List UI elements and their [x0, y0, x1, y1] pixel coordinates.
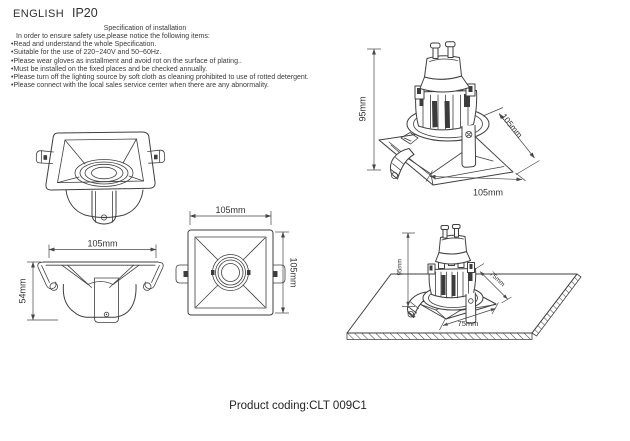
spring-clip — [391, 149, 414, 180]
spec-text-block: In order to ensure safety use,please not… — [11, 33, 431, 90]
ip-rating-label: IP20 — [72, 6, 98, 20]
panel-side-edge — [532, 274, 581, 336]
side-clip-left — [176, 265, 188, 283]
front-perspective-view-drawing — [28, 112, 173, 237]
trim-outer-square — [188, 230, 273, 315]
language-label: ENGLISH — [13, 8, 65, 20]
height-dimension: 54mm — [18, 262, 59, 320]
height-dimension-label: 105mm — [289, 257, 299, 287]
rear-housing — [66, 190, 143, 218]
side-clip-right — [148, 150, 165, 163]
spec-item: •Please turn off the lighting source by … — [11, 74, 309, 82]
height-dimension-label: 95mm — [358, 96, 368, 121]
spec-item: •Suitable for the use of 220~240V and 50… — [11, 49, 162, 57]
fixture-side-profile — [38, 262, 163, 323]
gu10-pins — [431, 42, 456, 59]
lamp-rings — [75, 160, 133, 187]
width-dimension: 105mm — [190, 205, 271, 225]
width-dimension-label: 105mm — [473, 188, 503, 198]
mounting-strap — [92, 191, 116, 224]
height-dimension-label: 54mm — [18, 278, 28, 303]
height-dimension: 95mm — [398, 233, 416, 307]
side-view-drawing: 105mm 54mm — [18, 239, 183, 336]
gu10-pins — [441, 225, 460, 239]
gu10-lamp — [420, 42, 470, 92]
trim-inner-square — [195, 237, 266, 308]
width-dimension-label: 75mm — [458, 319, 479, 328]
width-dimension-label: 105mm — [87, 239, 117, 249]
width-dimension: 105mm — [49, 239, 156, 259]
mounting-strap — [95, 278, 119, 323]
spec-item: •Please wear gloves as installment and a… — [11, 57, 242, 65]
side-clip-left — [36, 151, 53, 164]
spring-clip-left — [38, 262, 58, 290]
mounting-strap — [462, 125, 476, 167]
trim-inner-rim — [58, 139, 144, 183]
gu10-lamp — [436, 225, 471, 265]
installation-view-drawing: 95mm 75mm 75mm — [340, 220, 595, 385]
panel-front-edge — [347, 333, 532, 340]
spec-intro: In order to ensure safety use,please not… — [16, 33, 210, 40]
height-dimension: 95mm — [358, 49, 382, 170]
spec-item: •Must be installed on the fixed places a… — [11, 65, 208, 73]
product-coding: Product coding:CLT 009C1 — [229, 400, 367, 412]
width-dimension-label: 105mm — [215, 205, 245, 215]
front-view-drawing: 105mm 105mm — [173, 205, 299, 325]
spring-clip-right — [143, 262, 163, 290]
reflector-cone — [58, 139, 144, 183]
trim-frame-outline — [46, 132, 155, 190]
spec-title: Specification of installation — [103, 25, 187, 32]
height-dimension-label: 95mm — [398, 259, 404, 276]
width-dimension: 105mm — [426, 171, 526, 198]
rear-perspective-view-drawing: 95mm 105mm 105mm — [358, 28, 555, 198]
fixing-tab — [401, 133, 418, 145]
lamp-rings — [211, 255, 251, 291]
side-clip-right — [273, 265, 285, 283]
width-dimension: 75mm — [440, 303, 499, 331]
spec-item: •Please connect with the local sales ser… — [11, 82, 269, 90]
spec-item: •Read and understand the whole Specifica… — [11, 41, 157, 49]
reflector-diagonals — [196, 238, 265, 307]
height-dimension: 105mm — [275, 232, 299, 313]
edge-dimension-label: 105mm — [499, 111, 525, 139]
